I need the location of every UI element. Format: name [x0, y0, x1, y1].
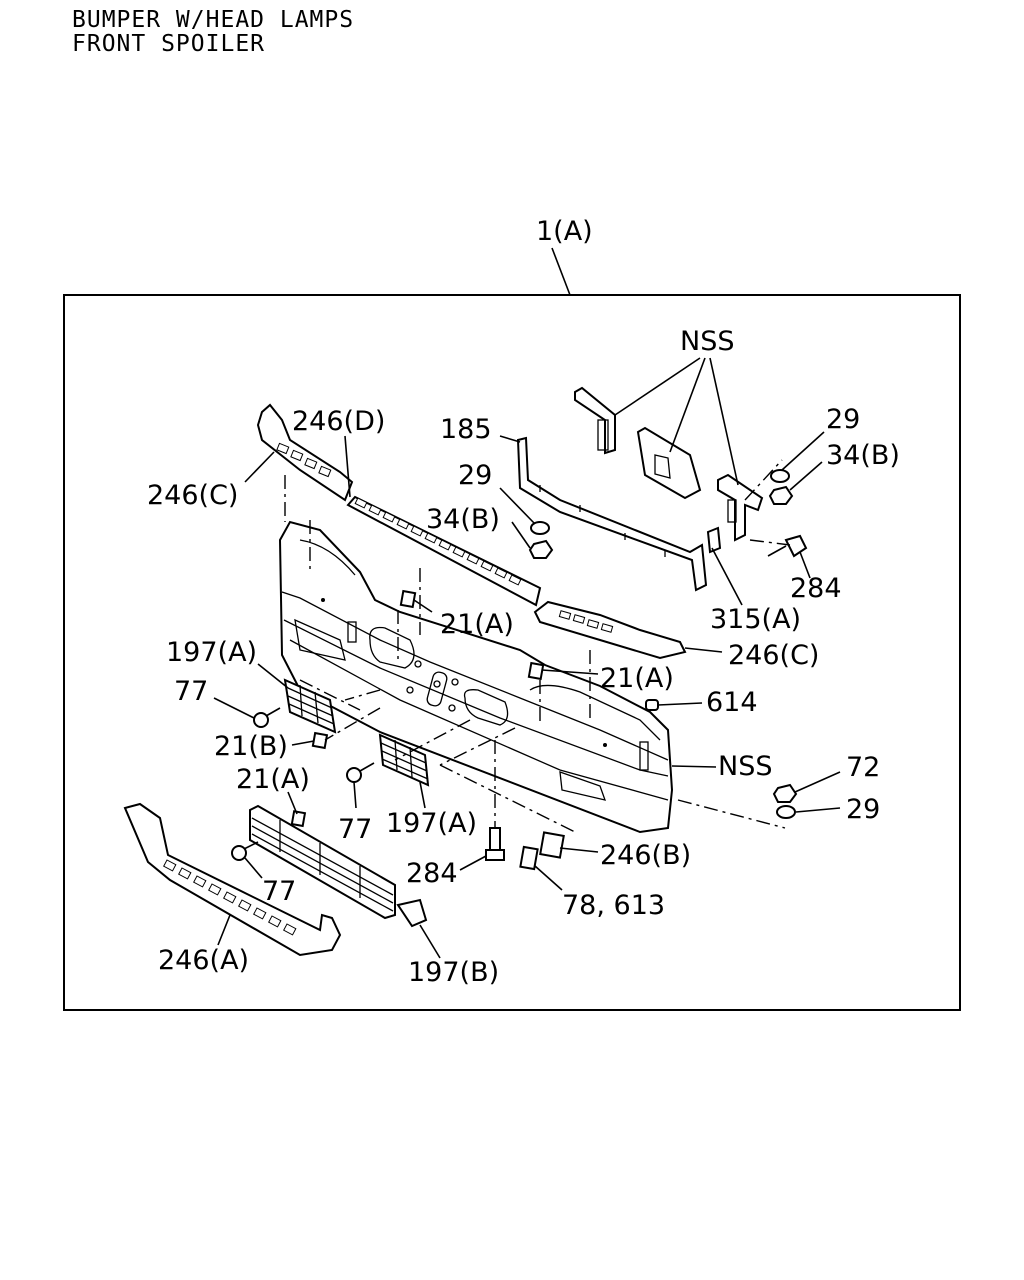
nut-34b-right [768, 485, 794, 505]
callout-78-613: 78, 613 [562, 890, 665, 921]
leader-lines [213, 431, 841, 959]
callout-29-top-left: 29 [458, 460, 492, 491]
callout-77-left: 77 [174, 676, 208, 707]
washer-29-right [770, 469, 790, 483]
callout-246d: 246(D) [292, 406, 385, 437]
screw-77-mid [346, 762, 375, 783]
clip-21a-upper [399, 589, 417, 609]
callout-197b: 197(B) [408, 957, 499, 988]
nss-brackets [574, 386, 764, 542]
cap-614 [645, 699, 659, 711]
nss-leader-1 [614, 357, 701, 416]
title-line-2: FRONT SPOILER [72, 31, 266, 57]
upper-garnish-246d [346, 495, 542, 607]
nss-leader-2 [669, 357, 706, 453]
callout-34b-left: 34(B) [426, 504, 500, 535]
nss-leader-3 [709, 357, 739, 486]
callout-72: 72 [846, 752, 880, 783]
callout-77-mid: 77 [338, 814, 372, 845]
callout-21a-mid: 21(A) [600, 663, 674, 694]
callout-246c-right: 246(C) [728, 640, 819, 671]
bumper-stay-185 [516, 436, 708, 592]
nut-34b-left [528, 539, 554, 559]
clip-78-613 [519, 845, 539, 871]
assy-leader [551, 247, 571, 296]
callout-284-bottom: 284 [406, 858, 458, 889]
plate-246b [539, 831, 565, 859]
callout-246c-left: 246(C) [147, 480, 238, 511]
washer-29-bottom [776, 805, 796, 819]
bolt-284-bottom [485, 827, 505, 861]
left-end-garnish-246c [256, 403, 354, 502]
clip-21b [311, 731, 329, 750]
callout-21b: 21(B) [214, 731, 288, 762]
nut-72 [772, 783, 798, 803]
garnish-slots [354, 497, 522, 586]
callout-284-top: 284 [790, 573, 842, 604]
assembly-frame [63, 294, 961, 1011]
bracket-315a [706, 526, 722, 554]
callout-21a-upper: 21(A) [440, 609, 514, 640]
callout-246b: 246(B) [600, 840, 691, 871]
bumper-body [278, 520, 674, 834]
lower-grille-197b [249, 804, 428, 928]
clip-21a-mid [527, 661, 545, 681]
callout-246a: 246(A) [158, 945, 249, 976]
grille-197a-mid [378, 733, 430, 787]
callout-29-top-right: 29 [826, 404, 860, 435]
lower-spoiler-246a [123, 802, 342, 957]
callout-77-lower: 77 [262, 876, 296, 907]
title-line-1: BUMPER W/HEAD LAMPS [72, 7, 355, 33]
callout-197a-left: 197(A) [166, 637, 257, 668]
right-end-garnish-246c [533, 600, 687, 660]
callout-nss-mid: NSS [718, 751, 772, 782]
screw-77-left [253, 707, 281, 728]
diagram-title: BUMPER W/HEAD LAMPS FRONT SPOILER [72, 8, 354, 56]
callout-34b-right: 34(B) [826, 440, 900, 471]
callout-185: 185 [440, 414, 492, 445]
callout-197a-mid: 197(A) [386, 808, 477, 839]
callout-assy: 1(A) [536, 216, 593, 247]
bolt-284-top [767, 534, 808, 558]
callout-614: 614 [706, 687, 758, 718]
screw-77-lower [231, 841, 259, 861]
callout-nss-top: NSS [680, 326, 734, 357]
callout-315a: 315(A) [710, 604, 801, 635]
washer-29-left [530, 521, 550, 535]
clip-21a-lower [290, 810, 307, 828]
assembly-dash-lines [284, 459, 791, 833]
callout-21a-lower: 21(A) [236, 764, 310, 795]
callout-29-bottom: 29 [846, 794, 880, 825]
grille-197a-left [283, 678, 337, 734]
